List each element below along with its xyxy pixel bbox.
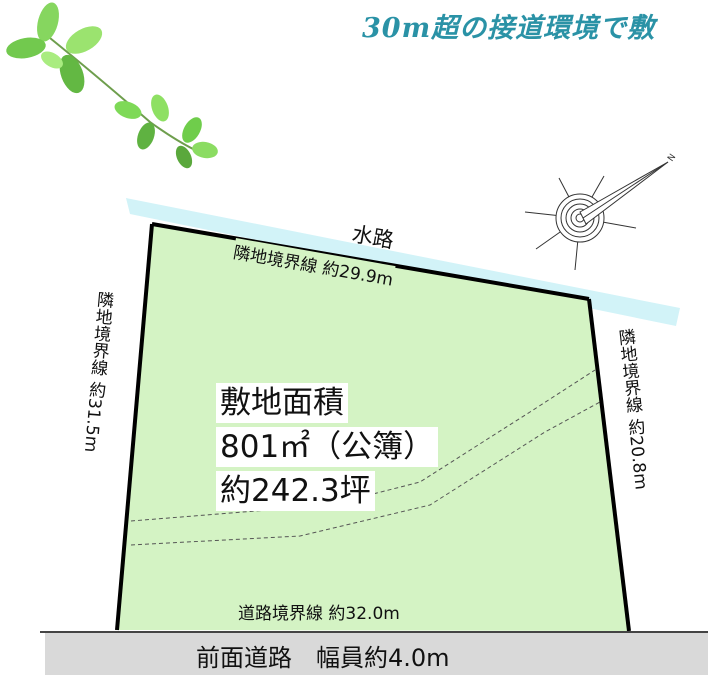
headline: 30m超の接道環境で敷 [362,13,656,44]
area-tsubo: 約242.3坪 [216,471,375,511]
area-title: 敷地面積 [216,383,348,423]
north-compass-icon: N [524,152,678,271]
road-boundary-label: 道路境界線 約32.0m [238,599,400,624]
lot-boundary-right [587,298,631,632]
dashed-line-lower [130,401,601,546]
site-area-box: 敷地面積 801㎡（公簿） 約242.3坪 [216,383,528,513]
lot-boundary-left [115,223,154,631]
area-sqm: 801㎡（公簿） [216,427,439,467]
green-leaves-branch-icon [6,2,218,169]
front-road-label: 前面道路 幅員約4.0m [196,644,450,672]
front-road-band [45,633,708,675]
compass-north-label: N [666,152,678,163]
